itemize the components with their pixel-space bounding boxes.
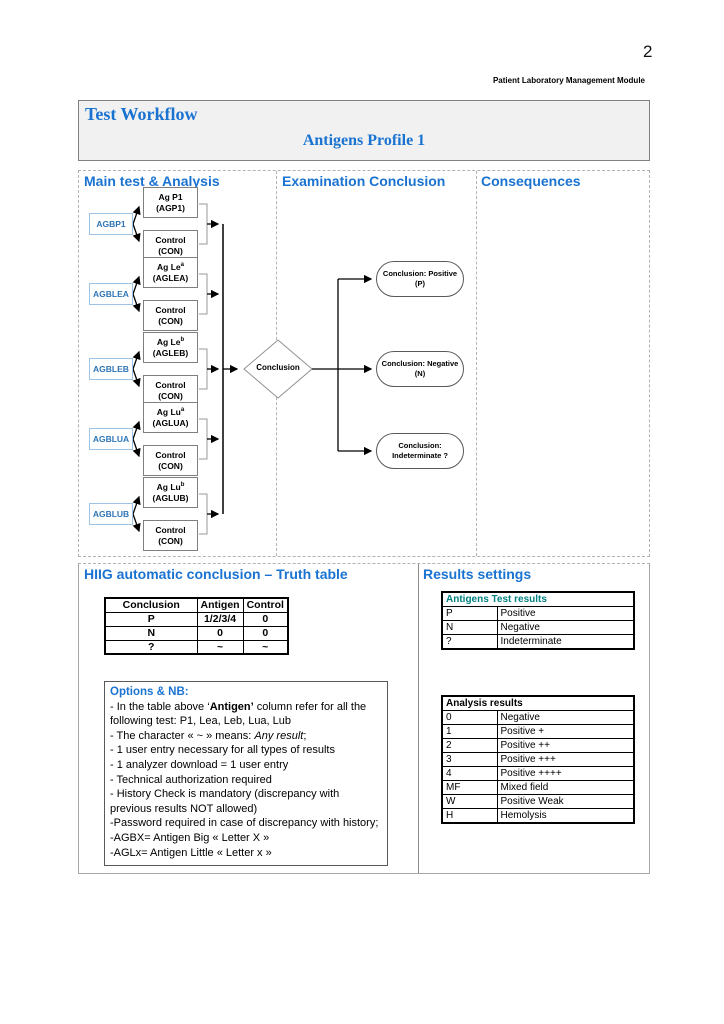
antigens-result-row: N Negative bbox=[441, 620, 635, 635]
test-group: AGBLUB Ag Lub (AGLUB) Control (CON) bbox=[89, 477, 201, 551]
analysis-result-row: W Positive Weak bbox=[441, 794, 635, 809]
truth-table-row: ? ~ ~ bbox=[104, 639, 289, 655]
page-number: 2 bbox=[643, 42, 653, 61]
antigen-name: Ag Leb bbox=[156, 337, 185, 348]
workflow-diagram: Main test & Analysis Examination Conclus… bbox=[78, 170, 650, 557]
analysis-result-row: 2 Positive ++ bbox=[441, 738, 635, 753]
analysis-results-header: Analysis results bbox=[441, 695, 635, 711]
antigen-analysis-box: Ag Leb (AGLEB) bbox=[143, 332, 198, 363]
test-code-box: AGBLEA bbox=[89, 283, 133, 305]
test-code-box: AGBLUB bbox=[89, 503, 133, 525]
page-subtitle: Antigens Profile 1 bbox=[302, 132, 426, 149]
antigen-code: (AGLEB) bbox=[152, 347, 189, 358]
options-line: -AGBX= Antigen Big « Letter X » bbox=[110, 831, 270, 844]
antigens-results-table: Antigens Test results P Positive N Negat… bbox=[441, 591, 635, 650]
module-label: Patient Laboratory Management Module bbox=[492, 76, 645, 85]
truth-table-heading: HIIG automatic conclusion – Truth table bbox=[84, 566, 348, 582]
antigen-name: Ag Lua bbox=[156, 407, 185, 418]
antigens-result-row: P Positive bbox=[441, 606, 635, 621]
analysis-result-row: 1 Positive + bbox=[441, 724, 635, 739]
antigen-code: (AGLUA) bbox=[152, 417, 189, 428]
test-code-box: AGBP1 bbox=[89, 213, 133, 235]
antigen-analysis-box: Ag Lub (AGLUB) bbox=[143, 477, 198, 508]
antigen-code: (AGLEA) bbox=[152, 272, 189, 283]
truth-table-header-row: Conclusion Antigen Control bbox=[104, 597, 289, 613]
antigen-analysis-box: Ag P1 (AGP1) bbox=[143, 187, 198, 218]
outcome-positive: Conclusion: Positive (P) bbox=[376, 261, 464, 297]
results-settings-heading: Results settings bbox=[423, 566, 532, 582]
outcome-negative: Conclusion: Negative (N) bbox=[376, 351, 464, 387]
control-analysis-box: Control (CON) bbox=[143, 445, 198, 476]
analysis-result-row: 3 Positive +++ bbox=[441, 752, 635, 767]
column-header-examination-conclusion: Examination Conclusion bbox=[282, 173, 446, 189]
analysis-result-row: 4 Positive ++++ bbox=[441, 766, 635, 781]
truth-table: Conclusion Antigen Control P 1/2/3/4 0 N… bbox=[104, 597, 289, 655]
analysis-result-row: 0 Negative bbox=[441, 710, 635, 725]
section-divider bbox=[418, 564, 419, 873]
page-title: Test Workflow bbox=[85, 104, 198, 124]
antigen-analysis-box: Ag Lea (AGLEA) bbox=[143, 257, 198, 288]
antigen-analysis-box: Ag Lua (AGLUA) bbox=[143, 402, 198, 433]
conclusion-decision-label: Conclusion bbox=[256, 363, 300, 372]
control-analysis-box: Control (CON) bbox=[143, 300, 198, 331]
control-analysis-box: Control (CON) bbox=[143, 520, 198, 551]
outcome-indeterminate: Conclusion: Indeterminate ? bbox=[376, 433, 464, 469]
analysis-result-row: H Hemolysis bbox=[441, 808, 635, 824]
column-divider bbox=[476, 171, 477, 556]
control-analysis-box: Control (CON) bbox=[143, 375, 198, 406]
options-line: - In the table above ‘Antigen’ column re… bbox=[110, 700, 367, 728]
test-group: AGBLEA Ag Lea (AGLEA) Control (CON) bbox=[89, 257, 201, 331]
control-analysis-box: Control (CON) bbox=[143, 230, 198, 261]
test-group: AGBP1 Ag P1 (AGP1) Control (CON) bbox=[89, 187, 201, 261]
options-line: -AGLx= Antigen Little « Letter x » bbox=[110, 846, 272, 859]
options-line: - 1 analyzer download = 1 user entry bbox=[110, 758, 289, 771]
analysis-result-row: MF Mixed field bbox=[441, 780, 635, 795]
analysis-results-table: Analysis results 0 Negative 1 Positive +… bbox=[441, 695, 635, 824]
column-header-consequences: Consequences bbox=[481, 173, 581, 189]
test-code-box: AGBLUA bbox=[89, 428, 133, 450]
test-group: AGBLEB Ag Leb (AGLEB) Control (CON) bbox=[89, 332, 201, 406]
truth-table-row: P 1/2/3/4 0 bbox=[104, 611, 289, 627]
antigens-results-header: Antigens Test results bbox=[441, 591, 635, 607]
antigen-code: (AGP1) bbox=[156, 202, 185, 213]
options-note-box: Options & NB: - In the table above ‘Anti… bbox=[104, 681, 388, 867]
column-header-main-test: Main test & Analysis bbox=[84, 173, 220, 189]
options-line: - The character « ~ » means: Any result; bbox=[110, 729, 307, 742]
antigen-name: Ag P1 bbox=[158, 192, 183, 203]
options-line: - Technical authorization required bbox=[110, 773, 272, 786]
details-section: HIIG automatic conclusion – Truth table … bbox=[78, 563, 650, 874]
truth-table-row: N 0 0 bbox=[104, 625, 289, 641]
options-line: - History Check is mandatory (discrepanc… bbox=[110, 788, 340, 815]
antigen-name: Ag Lea bbox=[157, 262, 184, 273]
options-title: Options & NB: bbox=[110, 686, 189, 698]
test-code-box: AGBLEB bbox=[89, 358, 133, 380]
antigens-result-row: ? Indeterminate bbox=[441, 634, 635, 650]
options-line: -Password required in case of discrepanc… bbox=[110, 817, 379, 830]
title-box: Test Workflow Antigens Profile 1 bbox=[78, 100, 650, 161]
antigen-code: (AGLUB) bbox=[152, 492, 189, 503]
options-line: - 1 user entry necessary for all types o… bbox=[110, 744, 335, 757]
antigen-name: Ag Lub bbox=[156, 482, 185, 493]
test-group: AGBLUA Ag Lua (AGLUA) Control (CON) bbox=[89, 402, 201, 476]
